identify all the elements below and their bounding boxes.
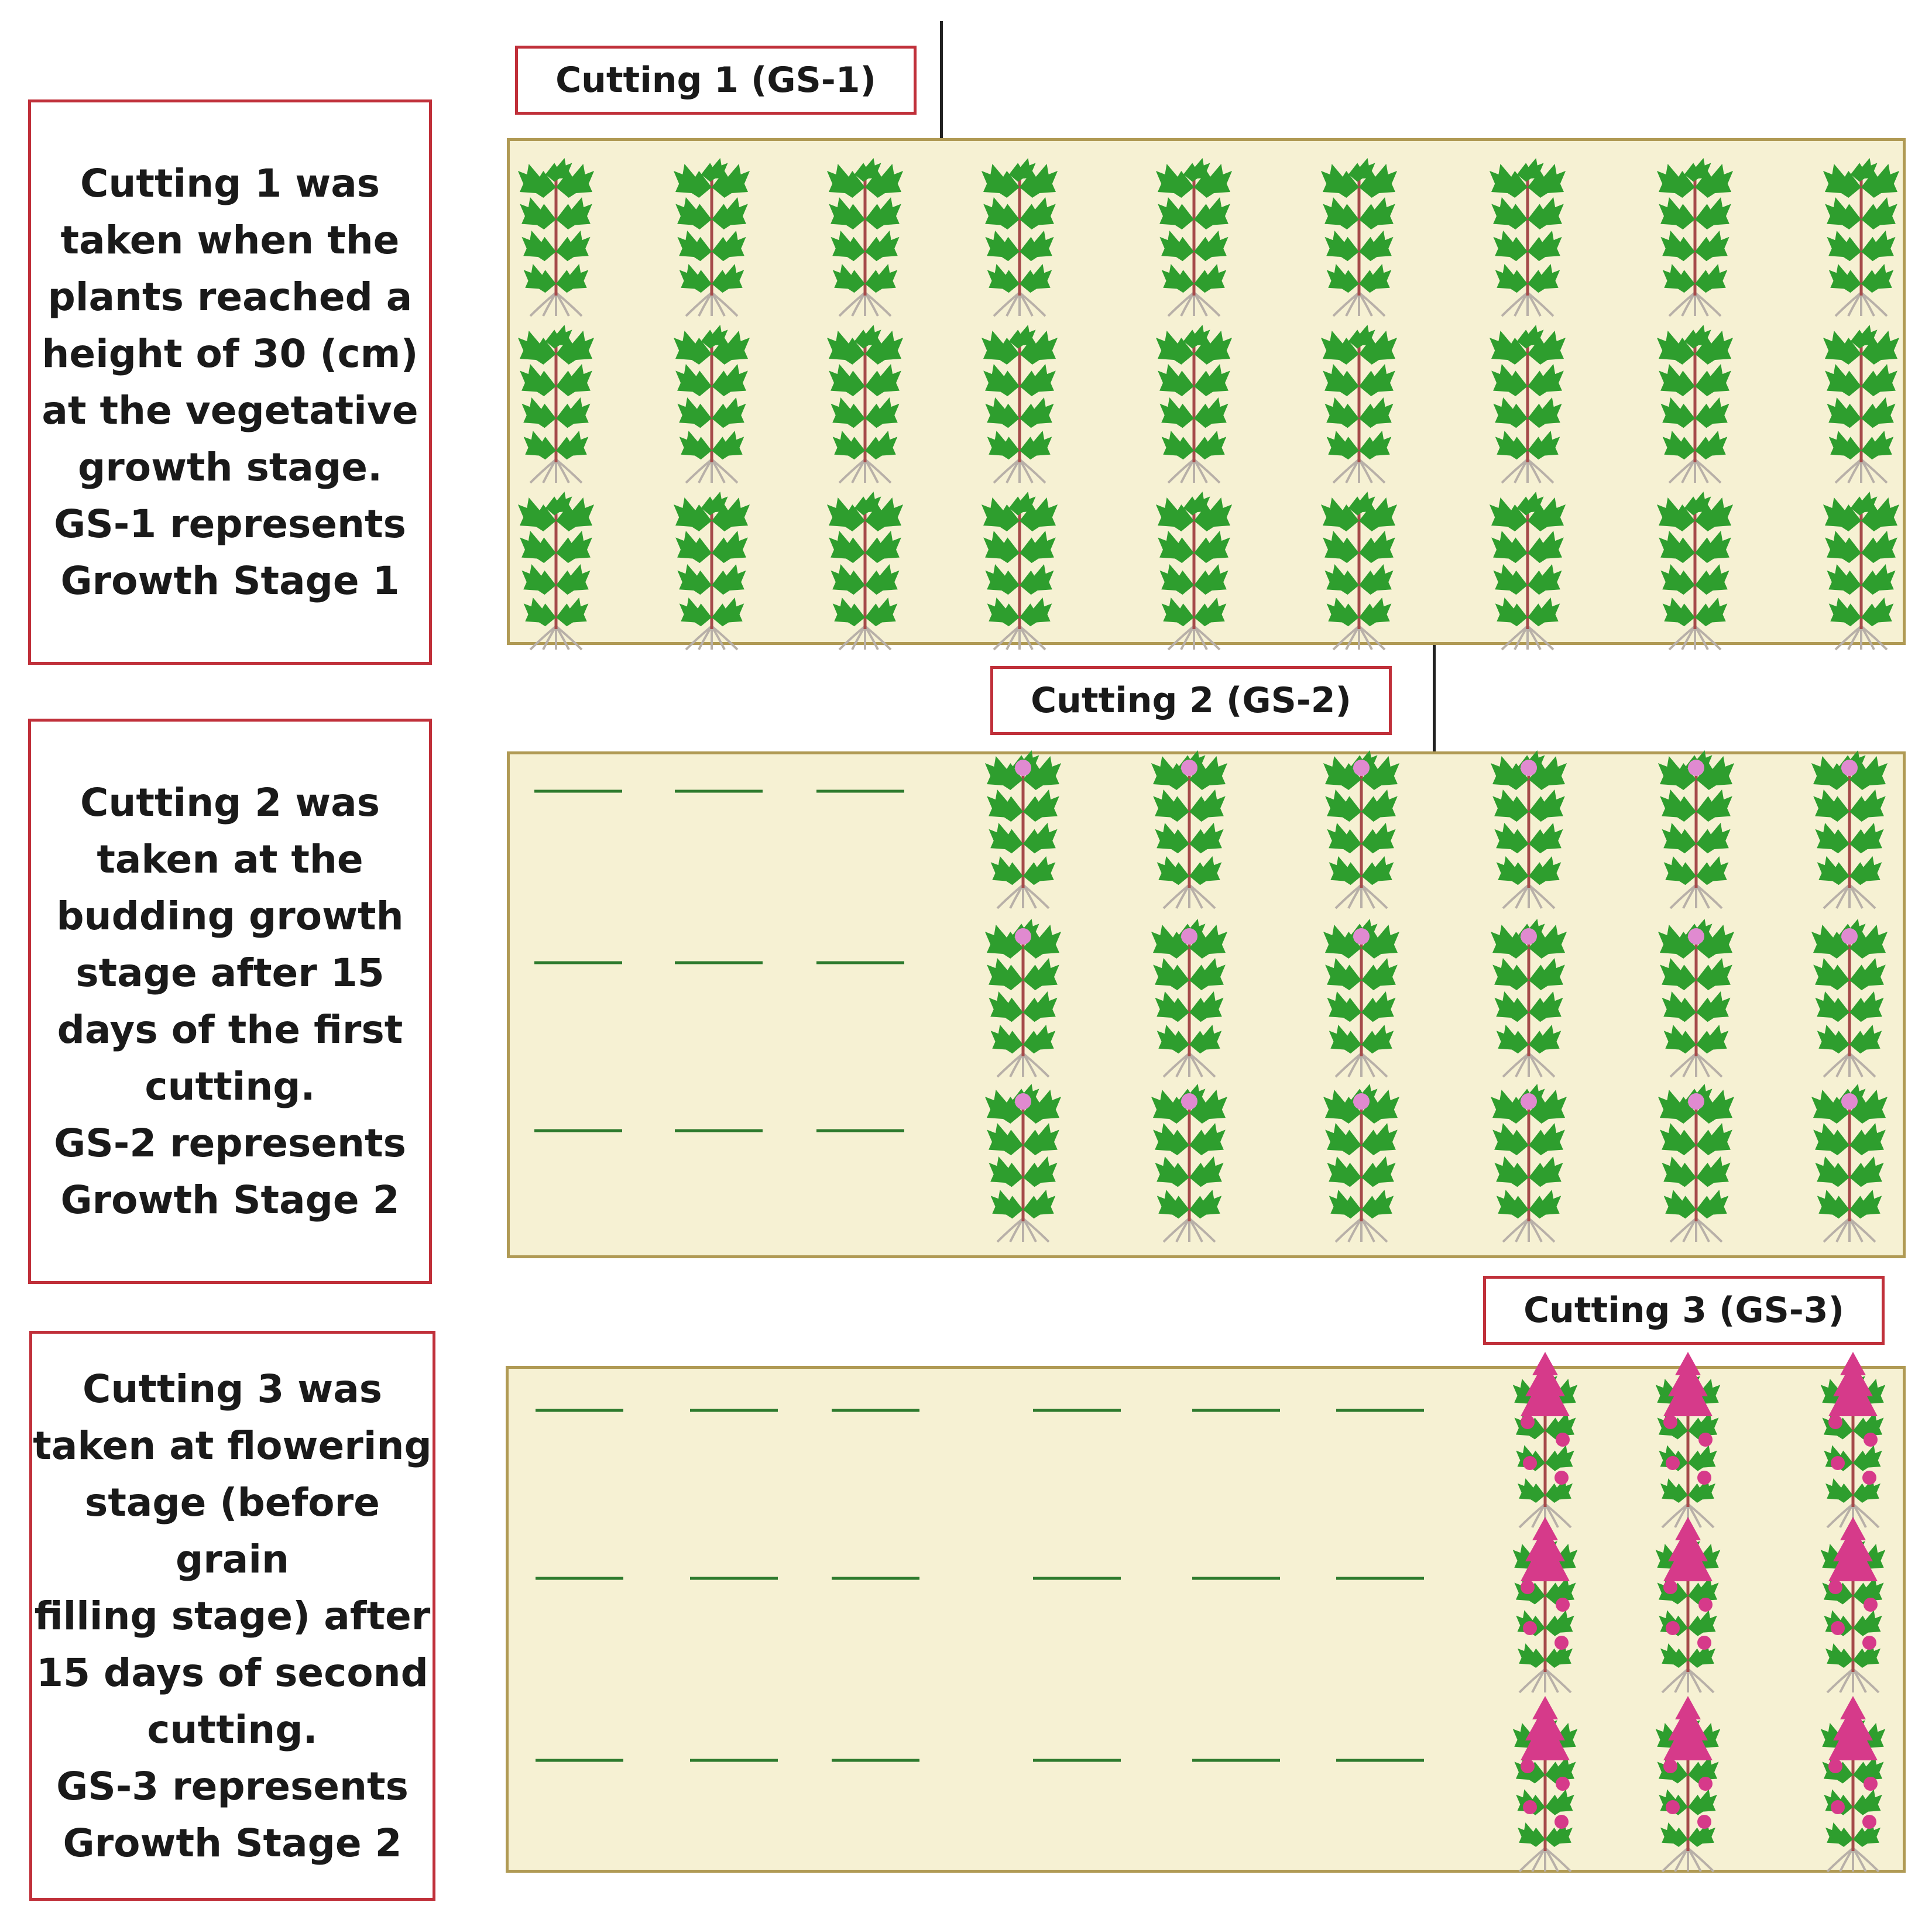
vegetative-plant — [826, 325, 904, 484]
budding-plant — [1151, 919, 1228, 1078]
cutting-label-text-gs3: Cutting 3 (GS-3) — [1523, 1290, 1844, 1331]
vegetative-plant — [981, 325, 1058, 484]
budding-plant — [1151, 750, 1228, 909]
cutting-label-text-gs2: Cutting 2 (GS-2) — [1031, 680, 1351, 721]
description-box-gs1: Cutting 1 was taken when the plants reac… — [28, 99, 432, 665]
budding-plant — [1151, 1084, 1228, 1243]
vegetative-plant — [1320, 325, 1398, 484]
vegetative-plant — [673, 325, 750, 484]
budding-plant — [1490, 750, 1567, 909]
vegetative-plant — [673, 158, 750, 317]
flowering-plant — [1820, 1517, 1886, 1694]
cutting-label-gs2: Cutting 2 (GS-2) — [990, 666, 1392, 735]
vegetative-plant — [517, 158, 595, 317]
vegetative-plant — [1823, 492, 1900, 651]
flowering-plant — [1655, 1517, 1721, 1694]
cutting-label-gs3: Cutting 3 (GS-3) — [1483, 1276, 1885, 1345]
description-box-gs2: Cutting 2 was taken at the budding growt… — [28, 719, 432, 1284]
vegetative-plant — [1823, 325, 1900, 484]
vegetative-plant — [1823, 158, 1900, 317]
cutting-label-text-gs1: Cutting 1 (GS-1) — [555, 60, 876, 101]
vegetative-plant — [981, 158, 1058, 317]
vegetative-plant — [1320, 158, 1398, 317]
flowering-plant — [1512, 1696, 1578, 1873]
vegetative-plant — [1489, 158, 1566, 317]
budding-plant — [1658, 750, 1735, 909]
description-box-gs3: Cutting 3 was taken at flowering stage (… — [29, 1331, 435, 1901]
vegetative-plant — [826, 158, 904, 317]
budding-plant — [984, 919, 1062, 1078]
flowering-plant — [1655, 1352, 1721, 1529]
budding-plant — [1658, 919, 1735, 1078]
vegetative-plant — [826, 492, 904, 651]
budding-plant — [1323, 750, 1400, 909]
vegetative-plant — [1155, 492, 1233, 651]
budding-plant — [1490, 1084, 1567, 1243]
description-text-gs3: Cutting 3 was taken at flowering stage (… — [33, 1366, 432, 1866]
budding-plant — [984, 750, 1062, 909]
vegetative-plant — [1155, 325, 1233, 484]
budding-plant — [1323, 1084, 1400, 1243]
vegetative-plant — [517, 492, 595, 651]
vegetative-plant — [673, 492, 750, 651]
vegetative-plant — [1656, 158, 1734, 317]
budding-plant — [1490, 919, 1567, 1078]
flowering-plant — [1512, 1517, 1578, 1694]
vegetative-plant — [517, 325, 595, 484]
vegetative-plant — [1489, 492, 1566, 651]
vegetative-plant — [981, 492, 1058, 651]
connector-line-gs2 — [1433, 645, 1436, 753]
flowering-plant — [1655, 1696, 1721, 1873]
cutting-label-gs1: Cutting 1 (GS-1) — [515, 46, 917, 115]
vegetative-plant — [1489, 325, 1566, 484]
budding-plant — [1811, 750, 1888, 909]
budding-plant — [984, 1084, 1062, 1243]
flowering-plant — [1512, 1352, 1578, 1529]
description-text-gs1: Cutting 1 was taken when the plants reac… — [42, 161, 418, 603]
flowering-plant — [1820, 1696, 1886, 1873]
budding-plant — [1811, 1084, 1888, 1243]
budding-plant — [1658, 1084, 1735, 1243]
budding-plant — [1811, 919, 1888, 1078]
vegetative-plant — [1320, 492, 1398, 651]
description-text-gs2: Cutting 2 was taken at the budding growt… — [54, 780, 406, 1223]
vegetative-plant — [1155, 158, 1233, 317]
budding-plant — [1323, 919, 1400, 1078]
vegetative-plant — [1656, 492, 1734, 651]
vegetative-plant — [1656, 325, 1734, 484]
connector-line-gs1 — [940, 21, 943, 142]
flowering-plant — [1820, 1352, 1886, 1529]
